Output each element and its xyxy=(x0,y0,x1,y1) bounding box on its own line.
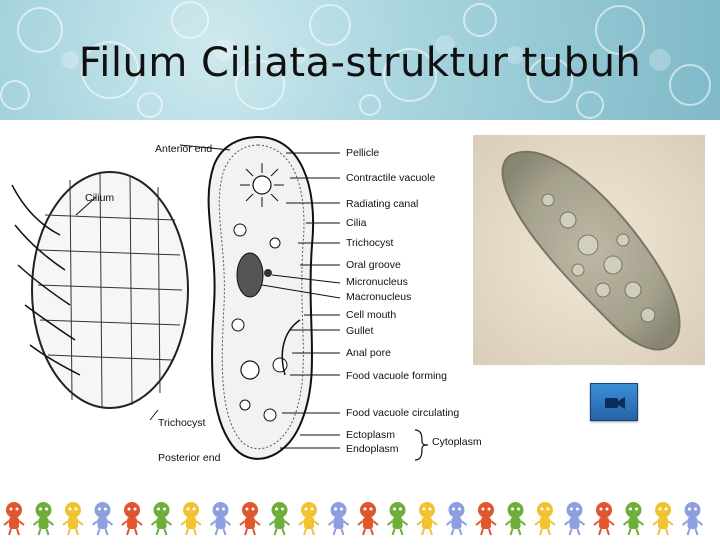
label-endoplasm: Endoplasm xyxy=(346,443,399,455)
label-posterior-end: Posterior end xyxy=(158,452,221,464)
mascot-figure xyxy=(475,502,497,536)
mascot-row xyxy=(3,502,704,536)
mascot-figure xyxy=(681,502,704,536)
mascot-figure xyxy=(62,502,84,536)
mascot-figure xyxy=(386,502,409,536)
mascot-figure xyxy=(180,502,202,536)
mascot-figure xyxy=(150,502,173,536)
label-food-vacuole-forming: Food vacuole forming xyxy=(346,370,447,382)
mascot-figure xyxy=(209,502,232,536)
mascot-figure xyxy=(3,502,25,536)
paramecium-drawing xyxy=(11,135,429,461)
header-banner: Filum Ciliata-struktur tubuh xyxy=(0,0,720,120)
label-radiating-canal: Radiating canal xyxy=(346,198,419,210)
mascot-figure xyxy=(593,502,615,536)
label-anterior-end: Anterior end xyxy=(155,143,213,155)
label-food-vacuole-circulating: Food vacuole circulating xyxy=(346,407,460,419)
label-cilia: Cilia xyxy=(346,217,367,229)
mascot-figure xyxy=(268,502,291,536)
label-macronucleus: Macronucleus xyxy=(346,291,412,303)
label-cytoplasm: Cytoplasm xyxy=(432,436,482,448)
mascot-figure xyxy=(327,502,350,536)
label-micronucleus: Micronucleus xyxy=(346,276,408,288)
label-oral-groove: Oral groove xyxy=(346,259,401,271)
mascot-figure xyxy=(563,502,586,536)
mascot-figure xyxy=(298,502,320,536)
label-trichocyst: Trichocyst xyxy=(346,237,394,249)
label-contractile-vacuole: Contractile vacuole xyxy=(346,172,436,184)
video-button[interactable] xyxy=(590,383,638,421)
footer-mascot-border xyxy=(0,497,720,540)
mascot-figure xyxy=(32,502,55,536)
mascot-figure xyxy=(91,502,114,536)
mascot-figure xyxy=(121,502,143,536)
mascot-figure xyxy=(622,502,645,536)
paramecium-diagram: Anterior end Cilium Trichocyst Posterior… xyxy=(0,125,500,470)
label-cilium: Cilium xyxy=(85,192,115,204)
mascot-figure xyxy=(652,502,674,536)
mascot-figure xyxy=(504,502,527,536)
mascot-figure xyxy=(239,502,261,536)
mascot-figure xyxy=(357,502,379,536)
mascot-figure xyxy=(416,502,438,536)
label-cell-mouth: Cell mouth xyxy=(346,309,397,321)
page-title: Filum Ciliata-struktur tubuh xyxy=(78,40,642,86)
label-trichocyst-left: Trichocyst xyxy=(158,417,206,429)
paramecium-photo xyxy=(473,135,705,365)
mascot-figure xyxy=(445,502,468,536)
mascot-figure xyxy=(534,502,556,536)
label-gullet: Gullet xyxy=(346,325,374,337)
bubble-background xyxy=(0,1,711,119)
label-pellicle: Pellicle xyxy=(346,147,380,159)
paramecium-photo-image xyxy=(501,150,681,351)
label-ectoplasm: Ectoplasm xyxy=(346,429,396,441)
label-anal-pore: Anal pore xyxy=(346,347,391,359)
video-camera-icon xyxy=(605,397,625,409)
